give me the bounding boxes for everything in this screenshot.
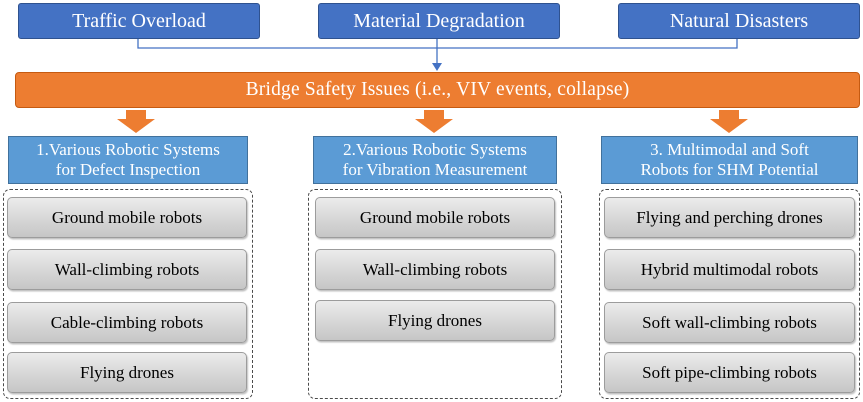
- category-title-line2: Robots for SHM Potential: [640, 160, 819, 179]
- item-hybrid-multimodal-robots: Hybrid multimodal robots: [604, 249, 855, 290]
- connector-line-left: [137, 38, 437, 49]
- item-flying-drones: Flying drones: [315, 300, 555, 341]
- item-cable-climbing-robots: Cable-climbing robots: [7, 302, 247, 343]
- down-arrow-3: [710, 110, 748, 133]
- cause-material-degradation: Material Degradation: [318, 3, 560, 39]
- bridge-safety-issues: Bridge Safety Issues (i.e., VIV events, …: [15, 72, 860, 108]
- down-arrow-1: [117, 110, 155, 133]
- group-multimodal-soft-robots: [599, 189, 860, 399]
- category-title-line2: for Defect Inspection: [55, 160, 201, 179]
- category-multimodal-soft-robots: 3. Multimodal and Soft Robots for SHM Po…: [601, 136, 858, 184]
- category-title-line2: for Vibration Measurement: [342, 160, 528, 179]
- item-wall-climbing-robots: Wall-climbing robots: [7, 249, 247, 290]
- category-defect-inspection: 1.Various Robotic Systems for Defect Ins…: [8, 136, 248, 184]
- item-soft-wall-climbing-robots: Soft wall-climbing robots: [604, 302, 855, 343]
- item-ground-mobile-robots: Ground mobile robots: [315, 197, 555, 238]
- item-soft-pipe-climbing-robots: Soft pipe-climbing robots: [604, 352, 855, 393]
- category-title-line1: 3. Multimodal and Soft: [650, 140, 809, 159]
- category-vibration-measurement: 2.Various Robotic Systems for Vibration …: [313, 136, 557, 184]
- item-wall-climbing-robots: Wall-climbing robots: [315, 249, 555, 290]
- item-flying-drones: Flying drones: [7, 352, 247, 393]
- category-title-line1: 1.Various Robotic Systems: [36, 140, 220, 159]
- item-flying-and-perching-drones: Flying and perching drones: [604, 197, 855, 238]
- connector-arrowhead: [432, 63, 442, 71]
- connector-line-right: [437, 38, 738, 49]
- group-defect-inspection: [3, 189, 253, 399]
- category-title-line1: 2.Various Robotic Systems: [343, 140, 527, 159]
- down-arrow-2: [415, 110, 453, 133]
- cause-natural-disasters: Natural Disasters: [618, 3, 860, 39]
- item-ground-mobile-robots: Ground mobile robots: [7, 197, 247, 238]
- cause-traffic-overload: Traffic Overload: [18, 3, 260, 39]
- group-vibration-measurement: [308, 189, 562, 399]
